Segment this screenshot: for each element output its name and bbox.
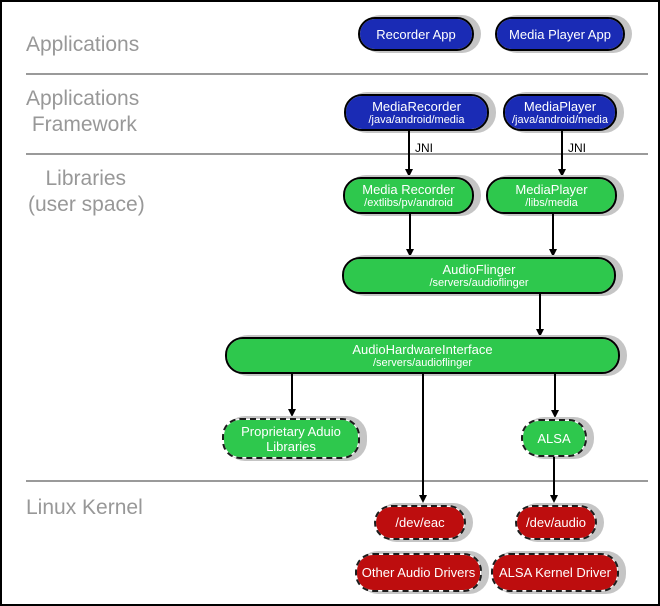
node-label: ALSA	[537, 430, 571, 446]
arrow-jni-right-head	[558, 169, 566, 177]
node-label: Proprietary Aduio Libraries	[241, 423, 341, 454]
section-label-applications-framework: Applications Framework	[26, 87, 140, 136]
node-recorder-app: Recorder App	[358, 17, 474, 51]
node-label: Other Audio Drivers	[361, 565, 476, 580]
node-label: MediaPlayer	[523, 98, 597, 114]
arrow-mediarecorder-audioflinger-head	[406, 249, 414, 257]
node-audiohardwareinterface: AudioHardwareInterface /servers/audiofli…	[225, 337, 620, 374]
node-path: /java/android/media	[368, 113, 465, 126]
node-label: MediaPlayer	[515, 181, 588, 197]
jni-label-left: JNI	[415, 141, 433, 155]
section-label-applications: Applications	[26, 33, 140, 56]
node-audioflinger: AudioFlinger /servers/audioflinger	[342, 257, 616, 294]
node-label: Media Recorder	[362, 181, 455, 197]
node-label: AudioFlinger	[442, 261, 516, 277]
arrow-jni-right-line	[561, 131, 563, 171]
section-label-linux-kernel: Linux Kernel	[26, 496, 143, 519]
node-path: /java/android/media	[511, 113, 608, 126]
node-label: /dev/eac	[395, 515, 445, 530]
node-media-player-app: Media Player App	[495, 17, 625, 51]
node-label: ALSA Kernel Driver	[499, 565, 611, 580]
node-label: /dev/audio	[526, 515, 586, 530]
divider-framework-libraries	[26, 153, 648, 155]
arrow-mediaplayer-audioflinger-line	[552, 214, 554, 251]
node-path: /extlibs/pv/android	[364, 196, 453, 209]
node-path: /servers/audioflinger	[429, 276, 529, 289]
arrow-audioflinger-hwinterface-head	[536, 329, 544, 337]
divider-applications-framework	[26, 73, 648, 75]
arrow-hwinterface-proprietary-line	[291, 374, 293, 411]
arrow-hwinterface-deveac-head	[419, 495, 427, 503]
node-label: Recorder App	[376, 26, 456, 42]
arrow-alsa-devaudio-head	[550, 495, 558, 503]
node-proprietary-audio-libraries: Proprietary Aduio Libraries	[222, 418, 360, 459]
node-other-audio-drivers: Other Audio Drivers	[355, 553, 482, 592]
node-path: /servers/audioflinger	[372, 356, 473, 369]
arrow-hwinterface-alsa-line	[554, 374, 556, 412]
node-label: MediaRecorder	[372, 98, 461, 114]
arrow-mediaplayer-audioflinger-head	[549, 249, 557, 257]
arrow-alsa-devaudio-line	[553, 457, 555, 497]
node-label: AudioHardwareInterface	[352, 341, 493, 357]
arrow-hwinterface-alsa-head	[551, 410, 559, 418]
arrow-hwinterface-deveac-line	[422, 374, 424, 497]
divider-libraries-kernel	[26, 480, 648, 482]
arrow-audioflinger-hwinterface-line	[539, 294, 541, 331]
node-dev-audio: /dev/audio	[515, 505, 597, 540]
node-dev-eac: /dev/eac	[374, 505, 466, 540]
arrow-hwinterface-proprietary-head	[288, 409, 296, 417]
jni-label-right: JNI	[568, 141, 586, 155]
node-media-recorder-library: Media Recorder /extlibs/pv/android	[343, 177, 474, 214]
node-label: Media Player App	[509, 26, 611, 42]
section-label-libraries: Libraries (user space)	[28, 167, 145, 216]
node-mediaplayer-library: MediaPlayer /libs/media	[486, 177, 617, 214]
arrow-jni-left-line	[408, 131, 410, 171]
node-mediaplayer-framework: MediaPlayer /java/android/media	[503, 94, 617, 131]
arrow-jni-left-head	[405, 169, 413, 177]
node-alsa-kernel-driver: ALSA Kernel Driver	[491, 553, 619, 592]
node-alsa: ALSA	[521, 419, 587, 457]
node-path: /libs/media	[525, 196, 578, 209]
arrow-mediarecorder-audioflinger-line	[409, 214, 411, 251]
node-mediarecorder-framework: MediaRecorder /java/android/media	[344, 94, 489, 131]
